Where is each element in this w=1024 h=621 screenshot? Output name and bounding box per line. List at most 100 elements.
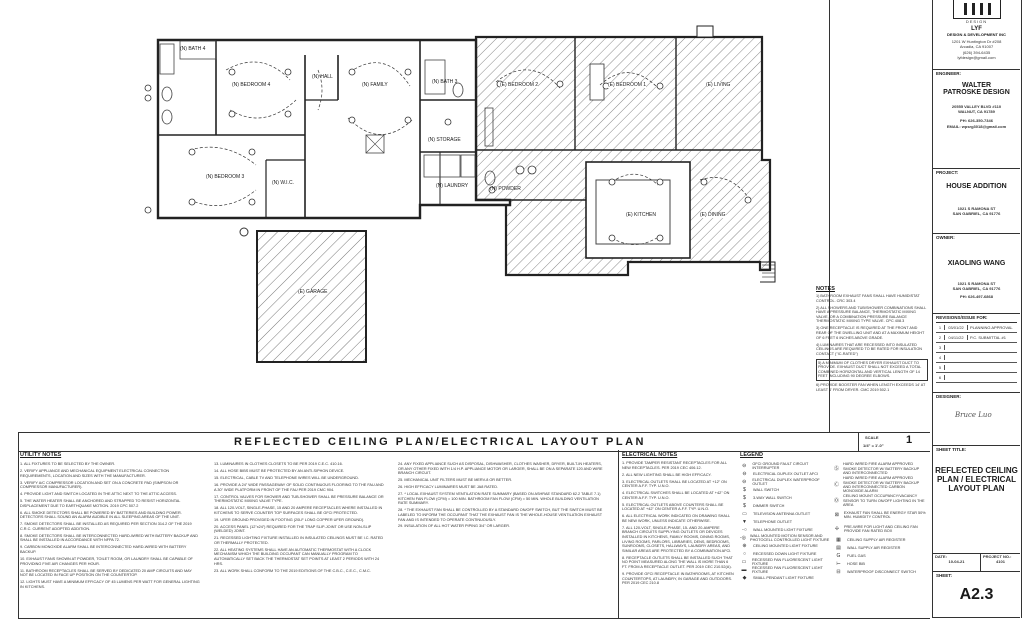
- room-label-bath3: (N) BATH 3: [432, 79, 458, 85]
- gfci-outlet-icon: ⊖: [742, 462, 747, 469]
- revision-row: 4: [936, 353, 1017, 363]
- note-item: 2) ALL SHOWERS AND TUB/SHOWER COMBINATIO…: [816, 305, 927, 324]
- room-label-e-bedroom2: (E) BEDROOM 2: [500, 82, 539, 88]
- utility-note: 14. ALL HOSE BIBS MUST BE PROTECTED BY A…: [214, 468, 345, 473]
- firm-email: lyfdesign@gmail.com: [957, 54, 996, 60]
- legend-item: ▭RECESSED FAN FLUORESCENT LIGHT FIXTURE: [741, 557, 823, 566]
- legend-item: ▭TELEVISION ANTENNA OUTLET: [740, 510, 830, 518]
- utility-note: 24. ANY FIXED APPLIANCE SUCH AS DISPOSAL…: [398, 462, 603, 476]
- firm-phone: (626) 394-6435: [962, 49, 991, 55]
- utility-notes-col1: 1. ALL FIXTURES TO BE SELECTED BY THE OW…: [20, 462, 200, 592]
- room-label-bedroom4: (N) BEDROOM 4: [232, 82, 271, 88]
- utility-notes-col3: 24. ANY FIXED APPLIANCE SUCH AS DISPOSAL…: [398, 462, 608, 531]
- engineer-name1: WALTER: [961, 82, 992, 89]
- utility-note: 6. ALL SMOKE DETECTORS SHALL BE POWERED …: [20, 510, 182, 520]
- room-label-e-garage: (E) GARAGE: [298, 289, 328, 295]
- legend-item: ⊢HOSE BIB: [834, 560, 926, 568]
- notes-divider: [618, 450, 619, 618]
- legend-item: ⊕CEILING MOUNTED LIGHT FIXTURE: [740, 542, 830, 550]
- legend-item: ✢PRE-WIRE FOR LIGHT AND CEILING FAN PROV…: [834, 524, 918, 533]
- firm-logo-text: DESIGN: [965, 19, 988, 24]
- engineer-ph: PH: 626-350-7346: [960, 118, 993, 124]
- engineer-name2: PATROSKE DESIGN: [943, 89, 1010, 96]
- date-label: DATE:: [935, 554, 947, 559]
- designer-label: DESIGNER:: [936, 394, 962, 399]
- legend-item: ⊟WATERPROOF DISCONNECT SWITCH: [834, 568, 926, 576]
- owner-label: OWNER:: [936, 235, 955, 240]
- note-item: 6) PROVIDE BOOSTER FAN WHEN LENGTH EXCEE…: [816, 383, 926, 393]
- smoke-detector-icon: Ⓢ: [834, 465, 840, 472]
- sheet-label: SHEET:: [936, 573, 953, 578]
- room-label-e-kitchen: (E) KITCHEN: [626, 212, 656, 218]
- legend-heading: LEGEND: [740, 452, 763, 458]
- electrical-note: 9. PROVIDE GFCI RECEPTACLE IN BATHROOMS,…: [622, 572, 734, 586]
- utility-note: 27. * LOCAL EXHAUST SYSTEM VENTILATION R…: [398, 492, 601, 506]
- electrical-note: 8. RECEPTACLE OUTLETS SHALL BE INSTALLED…: [622, 555, 733, 570]
- project-label: PROJECT:: [936, 170, 959, 175]
- engineer-addr2: WALNUT, CA 91789: [958, 109, 995, 115]
- room-label-bath4: (N) BATH 4: [180, 46, 206, 52]
- ceiling-light-icon: ⊕: [742, 542, 747, 549]
- sheet-number-section: SHEET: A2.3: [933, 571, 1020, 618]
- owner-name: XIAOLING WANG: [947, 260, 1006, 267]
- pendant-light-icon: ◆: [742, 574, 747, 581]
- utility-note: 11. BATHROOM RECEPTACLES SHALL BE SERVED…: [20, 568, 192, 578]
- wall-register-icon: ▤: [836, 544, 841, 551]
- ceiling-fan-icon: ✢: [834, 525, 840, 532]
- owner-addr2: SAN GABRIEL, CA 91776: [952, 286, 1001, 292]
- electrical-notes: ELECTRICAL NOTES 1. PROVIDE TAMPER RESIS…: [622, 452, 734, 618]
- utility-note: 8. SMOKE DETECTORS SHALL BE INTERCONNECT…: [20, 533, 198, 543]
- electrical-note: 6. ALL ELECTRICAL WORK INDICATED ON DRAW…: [622, 514, 731, 523]
- note-item: 1) BATHROOM EXHAUST FANS SHALL HAVE HUMI…: [816, 294, 920, 303]
- wall-light-icon: -○: [742, 526, 747, 533]
- motion-light-icon: -◎: [740, 534, 747, 541]
- utility-note: 25. MECHANICAL UNIT FILTERS MUST BE MERV…: [398, 478, 513, 483]
- legend-item: ⊖ELECTRICAL DUPLEX WATERPROOF OUTLET: [740, 478, 830, 486]
- engineer-email: EMAIL: wpsrg3018@gmail.com: [946, 123, 1007, 129]
- owner-addr1: 1021 S RAMONA ST: [957, 281, 996, 286]
- telephone-outlet-icon: ▼: [742, 518, 747, 525]
- utility-note: 23. ALL WORK SHALL CONFORM TO THE 2019 E…: [214, 568, 371, 573]
- revision-row: 6: [936, 373, 1017, 383]
- room-label-e-living: (E) LIVING: [706, 82, 731, 88]
- utility-note: 9. CARBON MONOXIDE ALARM SHALL BE INTERC…: [20, 545, 187, 555]
- legend-item: ▬RECESSED FAN FLUORESCENT LIGHT FIXTURE: [741, 565, 823, 574]
- project-no-label: PROJECT NO.:: [983, 554, 1012, 559]
- room-label-e-bedroom1: (E) BEDROOM 1: [608, 82, 647, 88]
- revisions-label: REVISIONS/ISSUE FOR:: [936, 315, 988, 320]
- utility-note: 19. UFER GROUND PROVIDED IN FOOTING (20L…: [214, 517, 365, 522]
- exhaust-fan-icon: ⊠: [834, 511, 839, 518]
- sheet-title-line1: REFLECTED CEILING: [935, 466, 1018, 475]
- disconnect-switch-icon: ⊟: [836, 568, 841, 575]
- firm-addr1: 1201 W Huntington Dr #208: [951, 39, 1002, 45]
- firm-name: LYF: [971, 26, 982, 33]
- owner-ph: PH: 626-497-6868: [960, 294, 993, 300]
- electrical-note: 4. ELECTRICAL SWITCHES SHALL BE LOCATED …: [622, 491, 730, 500]
- date-projno-section: DATE: 10-04-21 PROJECT NO.: 4101: [933, 553, 1020, 572]
- existing-house: [474, 25, 776, 283]
- scale-box: SCALE 1/4" = 1'-0": [858, 433, 899, 451]
- waterproof-outlet-icon: ⊖: [742, 478, 747, 485]
- legend-item: ⊖GFCI GROUND FAULT CIRCUIT INTERRUPTER: [740, 462, 830, 470]
- owner-section: OWNER: XIAOLING WANG 1021 S RAMONA ST SA…: [933, 233, 1020, 314]
- electrical-notes-heading: ELECTRICAL NOTES: [622, 452, 678, 458]
- legend-item: ▼TELEPHONE OUTLET: [740, 518, 830, 526]
- ceiling-register-icon: ▦: [836, 536, 841, 543]
- note-item: 3) ONE RECEPTACLE IS REQUIRED AT THE FRO…: [816, 326, 925, 340]
- sheet-title-line3: LAYOUT PLAN: [948, 484, 1005, 493]
- floor-plan: [144, 25, 776, 363]
- new-addition: [144, 38, 512, 237]
- room-label-hall: (N) HALL: [312, 74, 333, 80]
- legend-item: ⊠EXHAUST FAN SHALL BE ENERGY STAR 50% MI…: [834, 510, 926, 519]
- project-section: PROJECT: HOUSE ADDITION 1021 S RAMONA ST…: [933, 168, 1020, 234]
- electrical-note: 1. PROVIDE TAMPER RESISTANT RECEPTACLES …: [622, 461, 728, 470]
- utility-note: 20. ACCESS PANEL (12"x24") REQUIRED FOR …: [214, 524, 372, 534]
- utility-note: 17. CONTROL VALVES FOR SHOWER AND TUB-SH…: [214, 494, 384, 504]
- room-label-storage: (N) STORAGE: [428, 137, 461, 143]
- room-label-bedroom3: (N) BEDROOM 3: [206, 174, 245, 180]
- legend-item: ▦CEILING SUPPLY AIR REGISTER: [834, 536, 926, 544]
- sheet-title-section: SHEET TITLE: REFLECTED CEILING PLAN / EL…: [933, 445, 1020, 554]
